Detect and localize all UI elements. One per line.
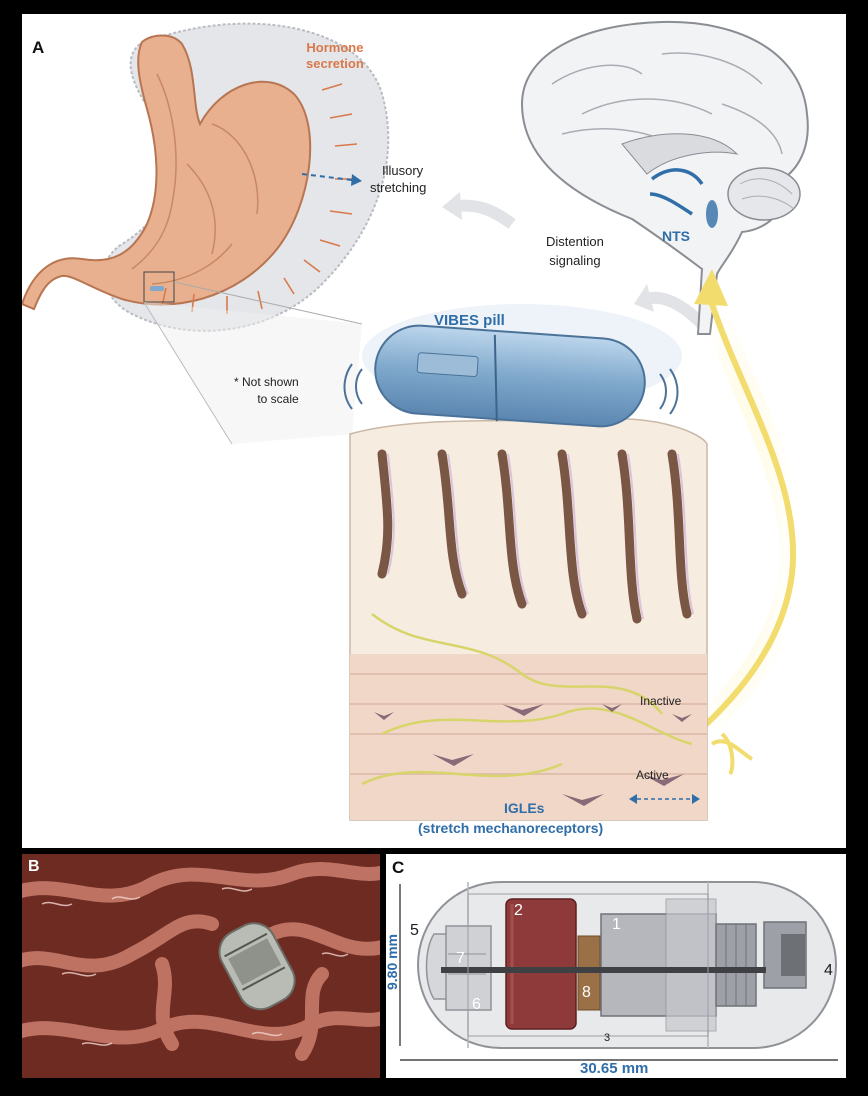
illusory-line-2: stretching: [370, 180, 427, 195]
nts-label: NTS: [662, 228, 690, 244]
panel-b-illustration: [22, 854, 380, 1078]
inset-box: [143, 271, 175, 303]
signal-arrow-up: [645, 291, 707, 329]
vibes-pill: [343, 304, 682, 428]
tissue-block: [349, 417, 708, 821]
part-label-5: 5: [410, 922, 419, 939]
shaft: [441, 967, 766, 973]
part-label-8: 8: [582, 984, 591, 1001]
panel-c-device-schematic: C 1 2 3 4 5 6 7 8 9.80 mm 30.65 mm: [384, 854, 846, 1078]
scale-note-label: * Not shown to scale: [234, 374, 299, 408]
illusory-arrowhead: [351, 174, 362, 186]
panel-a: A Hormone secretion Illusory stretching …: [22, 14, 846, 848]
distention-signaling-label: Distention signaling: [546, 232, 604, 270]
length-dimension-label: 30.65 mm: [580, 1060, 649, 1077]
hormone-line-2: secretion: [306, 56, 364, 71]
zoom-cone: [144, 302, 362, 444]
component-2-battery: [505, 898, 577, 1030]
vagal-nerve: [670, 303, 797, 757]
part-label-2: 2: [514, 902, 523, 919]
part-label-4: 4: [824, 962, 833, 979]
hormone-secretion-label: Hormone secretion: [306, 40, 364, 72]
signal-arrow-left: [456, 199, 516, 229]
part-label-6: 6: [472, 996, 481, 1013]
distention-line-1: Distention: [546, 234, 604, 249]
inset-pill: [150, 286, 164, 291]
hormone-line-1: Hormone: [306, 40, 364, 55]
igles-sub-label: (stretch mechanoreceptors): [418, 820, 604, 836]
scale-note-line-2: to scale: [257, 392, 299, 406]
panel-a-letter: A: [32, 38, 45, 57]
stomach: [22, 34, 312, 311]
inactive-label: Inactive: [640, 694, 682, 708]
nts-circuit: [649, 168, 704, 216]
signal-arrow-left-head: [442, 192, 462, 220]
panel-b-letter: B: [28, 858, 40, 875]
igles-label: IGLEs: [504, 800, 545, 816]
distention-line-2: signaling: [549, 253, 601, 268]
illusory-stretching-label: Illusory stretching: [370, 162, 426, 196]
panel-c-illustration: [399, 881, 838, 1061]
height-dimension-label: 9.80 mm: [384, 933, 401, 991]
vibes-pill-label: VIBES pill: [434, 312, 505, 329]
nts-region: [706, 200, 718, 228]
scale-note-line-1: * Not shown: [234, 375, 299, 389]
active-label: Active: [636, 768, 669, 782]
panel-c-letter: C: [392, 858, 405, 877]
cerebellum: [727, 167, 801, 221]
part-label-1: 1: [612, 916, 621, 933]
zoom-line-2: [173, 281, 363, 325]
panel-b-photo: B: [22, 854, 380, 1078]
panel-a-illustration: [22, 20, 809, 821]
vagal-nerve-arrowhead: [694, 269, 728, 306]
illusory-line-1: Illusory: [382, 163, 424, 178]
signal-arrow-up-head: [634, 284, 654, 312]
part-label-7: 7: [456, 950, 465, 967]
brain: [520, 20, 809, 335]
part-label-3: 3: [604, 1032, 611, 1044]
device-photo: [218, 922, 296, 1011]
